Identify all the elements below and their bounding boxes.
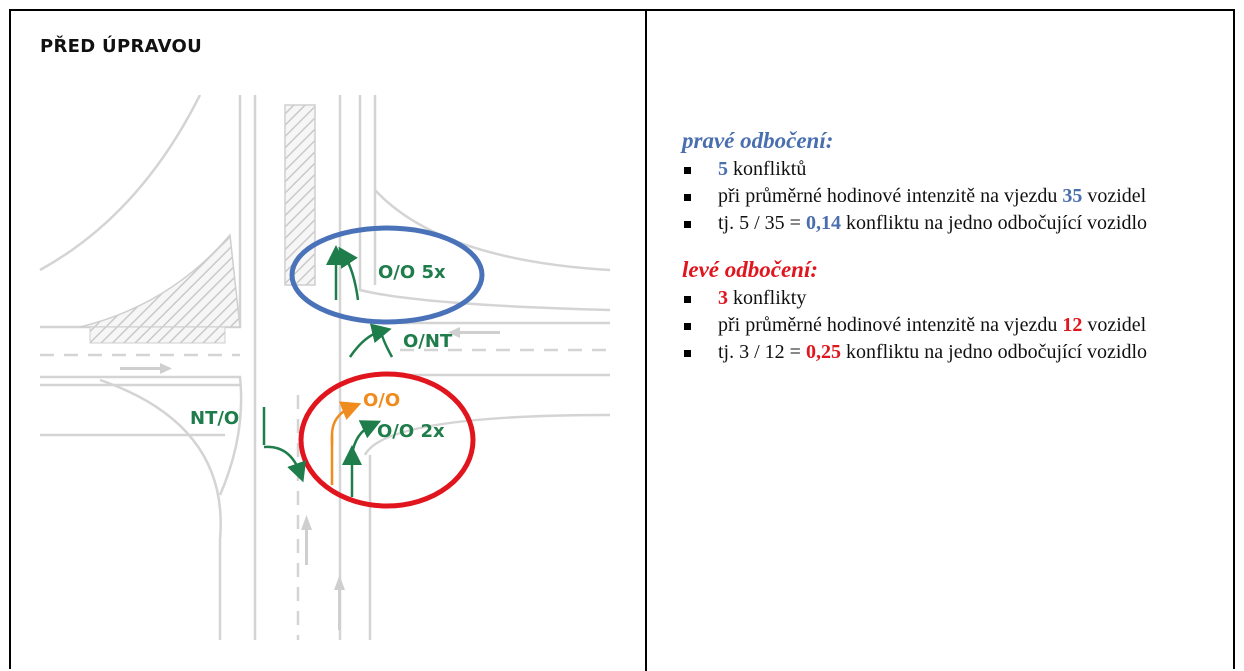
right-turn-ellipse — [289, 225, 485, 325]
left-turn-heading: levé odbočení: — [682, 257, 819, 282]
left-turn-ellipse — [298, 371, 476, 509]
label-oo2x: O/O 2x — [377, 421, 445, 442]
label-nto: NT/O — [190, 408, 239, 429]
column-divider — [645, 9, 647, 671]
intensity-text: při průměrné hodinové intenzitě na vjezd… — [718, 185, 1063, 207]
hatched-island-bottom — [89, 326, 226, 344]
vehicle-text: vozidel — [1082, 185, 1147, 207]
list-item: 5 konfliktů — [682, 156, 1227, 183]
label-oo-orange: O/O — [363, 390, 400, 411]
list-item: při průměrné hodinové intenzitě na vjezd… — [682, 183, 1227, 210]
lane-markings — [120, 327, 500, 630]
ratio-suffix: konfliktu na jedno odbočující vozidlo — [840, 212, 1148, 234]
conflict-notes: pravé odbočení: 5 konfliktů při průměrné… — [682, 128, 1227, 366]
label-ont: O/NT — [403, 331, 453, 352]
list-item: 3 konflikty — [682, 285, 1227, 312]
road-geometry — [39, 95, 611, 640]
outer-frame — [9, 9, 1235, 669]
right-turn-heading: pravé odbočení: — [682, 128, 834, 153]
list-item: při průměrné hodinové intenzitě na vjezd… — [682, 312, 1227, 339]
left-turn-list: 3 konflikty při průměrné hodinové intenz… — [682, 285, 1227, 366]
list-item: tj. 5 / 35 = 0,14 konfliktu na jedno odb… — [682, 210, 1227, 237]
ratio-value: 0,25 — [805, 341, 841, 363]
conflict-text: konfliktů — [728, 158, 807, 180]
ratio-value: 0,14 — [805, 212, 841, 234]
label-oo5x: O/O 5x — [378, 262, 446, 283]
conflict-count: 3 — [718, 287, 728, 309]
ratio-prefix: tj. 3 / 12 = — [718, 341, 806, 363]
vehicle-count: 35 — [1062, 185, 1083, 207]
intensity-text: při průměrné hodinové intenzitě na vjezd… — [718, 314, 1063, 336]
conflict-count: 5 — [718, 158, 728, 180]
hatched-island-left — [79, 233, 241, 328]
diagram-title: PŘED ÚPRAVOU — [40, 36, 203, 57]
intersection-diagram: O/O 5x O/NT O/O O/O 2x NT/O — [39, 95, 611, 640]
conflict-text: konflikty — [728, 287, 807, 309]
list-item: tj. 3 / 12 = 0,25 konfliktu na jedno odb… — [682, 339, 1227, 366]
ratio-suffix: konfliktu na jedno odbočující vozidlo — [840, 341, 1148, 363]
vehicle-count: 12 — [1062, 314, 1083, 336]
vehicle-text: vozidel — [1082, 314, 1147, 336]
right-turn-arrows — [326, 245, 394, 358]
ratio-prefix: tj. 5 / 35 = — [718, 212, 806, 234]
right-turn-list: 5 konfliktů při průměrné hodinové intenz… — [682, 156, 1227, 237]
left-turn-arrows — [262, 401, 382, 497]
